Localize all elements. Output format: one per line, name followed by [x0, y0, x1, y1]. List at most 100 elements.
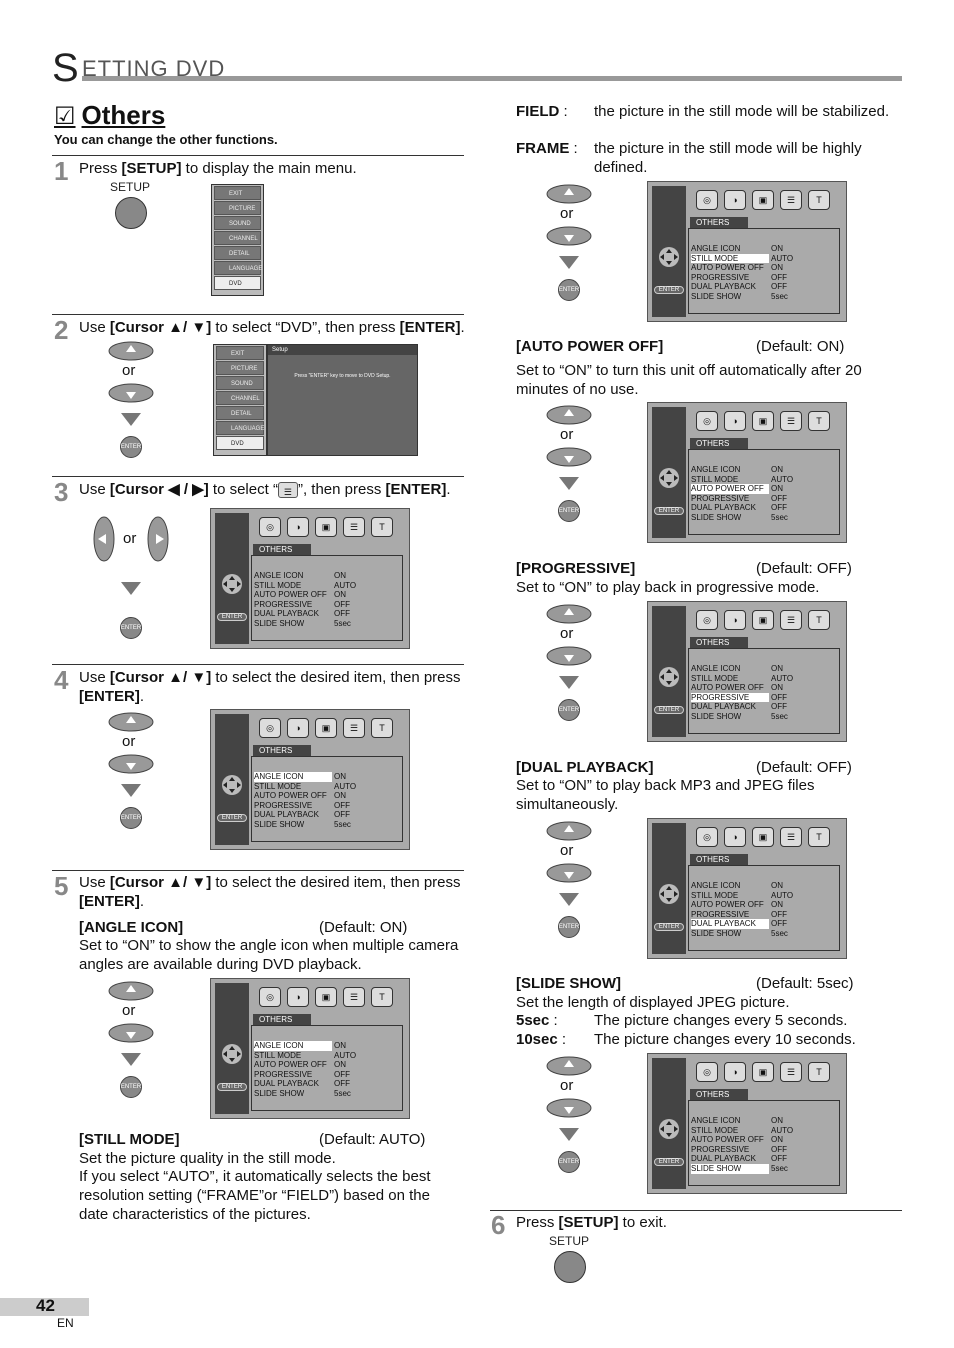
cursor-down-button[interactable]: [546, 646, 592, 666]
language-icon: ◑: [724, 1062, 746, 1082]
step-3-text: Use [Cursor ◀ / ▶] to select “☰”, then p…: [79, 481, 451, 499]
osd-icon-bar: ◎◑▣☰T: [696, 610, 830, 630]
setup-button[interactable]: [554, 1251, 586, 1283]
setup-button[interactable]: [115, 197, 147, 229]
osd-row-value: OFF: [771, 503, 787, 513]
osd-row-value: 5sec: [771, 291, 788, 301]
osd-row-value: ON: [771, 244, 783, 253]
step-6-text: Press [SETUP] to exit.: [516, 1214, 667, 1231]
setup-panel: Setup Press “ENTER” key to move to DVD S…: [267, 344, 418, 456]
osd-row-key: PROGRESSIVE: [691, 909, 750, 919]
cursor-up-button[interactable]: [546, 604, 592, 624]
cursor-down-button[interactable]: [546, 1098, 592, 1118]
osd-row-key: SLIDE SHOW: [691, 291, 742, 301]
step-number: 2: [54, 315, 69, 345]
osd-row-value: ON: [771, 664, 783, 673]
enter-button[interactable]: ENTER: [558, 1151, 580, 1173]
cursor-down-button[interactable]: [546, 863, 592, 883]
enter-button[interactable]: ENTER: [120, 436, 142, 458]
cursor-up-button[interactable]: [108, 712, 154, 732]
osd-row-value: OFF: [334, 800, 350, 810]
osd-enter-label: ENTER: [217, 613, 247, 621]
menu-item: PICTURE: [214, 201, 261, 215]
header-rule: [82, 76, 902, 81]
osd-row-value: 5sec: [334, 618, 351, 628]
osd-row-value: OFF: [334, 599, 350, 609]
osd-control-strip: ENTER: [652, 823, 686, 954]
enter-button[interactable]: ENTER: [558, 699, 580, 721]
disc-icon: ◎: [696, 411, 718, 431]
lock-icon: ▣: [315, 517, 337, 537]
step-number: 6: [491, 1210, 506, 1240]
setup-label: SETUP: [549, 1234, 590, 1248]
osd-row-value: OFF: [334, 1069, 350, 1079]
osd-row-key: ANGLE ICON: [254, 772, 332, 782]
down-arrow-icon: [559, 477, 579, 490]
osd-row-key: DUAL PLAYBACK: [254, 810, 319, 820]
osd-row-value: OFF: [771, 1154, 787, 1164]
cursor-down-button[interactable]: [108, 383, 154, 403]
disc-icon: ◎: [259, 987, 281, 1007]
cursor-up-button[interactable]: [546, 1056, 592, 1076]
cursor-down-button[interactable]: [108, 1023, 154, 1043]
enter-button[interactable]: ENTER: [120, 617, 142, 639]
cursor-down-button[interactable]: [546, 226, 592, 246]
text-icon: T: [371, 718, 393, 738]
language-icon: ◑: [724, 610, 746, 630]
cursor-up-button[interactable]: [546, 821, 592, 841]
setup-panel-msg: Press “ENTER” key to move to DVD Setup.: [294, 373, 391, 379]
others-icon: ☰: [780, 610, 802, 630]
osd-row-value: OFF: [771, 702, 787, 712]
cursor-up-button[interactable]: [546, 184, 592, 204]
osd-row-key: STILL MODE: [254, 1050, 302, 1060]
osd-tab: OTHERS: [690, 637, 748, 648]
enter-button[interactable]: ENTER: [558, 279, 580, 301]
cursor-up-button[interactable]: [108, 341, 154, 361]
osd-row-value: 5sec: [771, 711, 788, 721]
osd-row-key: DUAL PLAYBACK: [691, 1154, 756, 1164]
cursor-down-button[interactable]: [546, 447, 592, 467]
step-number: 3: [54, 477, 69, 507]
enter-button[interactable]: ENTER: [120, 807, 142, 829]
cursor-down-button[interactable]: [108, 754, 154, 774]
osd-row-value: ON: [771, 683, 783, 693]
cursor-left-button[interactable]: [93, 516, 115, 562]
cursor-right-button[interactable]: [147, 516, 169, 562]
osd-row: AUTO POWER OFF ON: [689, 683, 839, 693]
osd-row-key: STILL MODE: [691, 253, 769, 264]
disc-icon: ◎: [259, 517, 281, 537]
osd-tab: OTHERS: [690, 854, 748, 865]
cursor-up-button[interactable]: [108, 981, 154, 1001]
osd-icon-bar: ◎◑▣☰T: [696, 827, 830, 847]
still-mode-title: [STILL MODE]: [79, 1131, 180, 1148]
checkbox-icon: ☑: [54, 103, 76, 130]
step-number: 4: [54, 665, 69, 695]
enter-button[interactable]: ENTER: [558, 916, 580, 938]
text-icon: T: [808, 827, 830, 847]
or-label: or: [122, 733, 136, 750]
cursor-up-button[interactable]: [546, 405, 592, 425]
enter-button[interactable]: ENTER: [558, 500, 580, 522]
menu-item: LANGUAGE: [216, 421, 264, 435]
osd-row-key: AUTO POWER OFF: [691, 1135, 764, 1145]
section-subtitle: You can change the other functions.: [54, 132, 278, 147]
osd-row-key: STILL MODE: [691, 1125, 739, 1135]
enter-button[interactable]: ENTER: [120, 1076, 142, 1098]
osd-icon-bar: ◎◑▣☰T: [259, 718, 393, 738]
osd-row-value: AUTO: [334, 580, 357, 590]
osd-row-key: AUTO POWER OFF: [691, 683, 764, 693]
